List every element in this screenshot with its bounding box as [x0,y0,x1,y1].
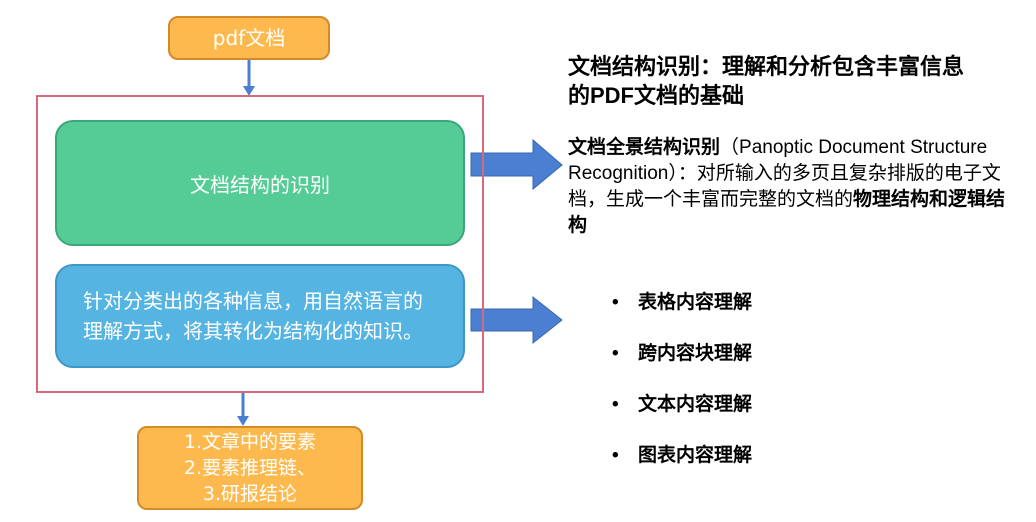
knowledge-conversion-line-1: 针对分类出的各种信息，用自然语言的 [83,289,423,313]
bullet-item-label: 表格内容理解 [638,292,753,313]
knowledge-conversion-line-2: 理解方式，将其转化为结构化的知识。 [83,319,423,343]
bullet-symbol: • [612,445,619,466]
section-heading: 文档结构识别：理解和分析包含丰富信息 的PDF文档的基础 [568,52,1008,110]
description-paragraph: 文档全景结构识别（Panoptic Document Structure Rec… [568,135,1008,239]
pdf-document-label: pdf文档 [212,26,286,50]
output-line-1: 1.文章中的要素 [183,431,317,453]
bullet-item-label: 跨内容块理解 [638,343,753,364]
bullet-item-table: • 表格内容理解 [612,287,752,314]
right-arrow-lower [470,295,563,345]
output-line-2: 2.要素推理链、 [183,457,317,479]
section-heading-line-1: 文档结构识别：理解和分析包含丰富信息 [568,54,965,79]
bullet-item-text: • 文本内容理解 [612,389,752,416]
output-box: 1.文章中的要素 2.要素推理链、 3.研报结论 [137,426,363,510]
pdf-document-box: pdf文档 [168,16,330,60]
section-heading-line-2: 的PDF文档的基础 [568,83,745,108]
bullet-item-label: 图表内容理解 [638,445,753,466]
structure-recognition-box: 文档结构的识别 [55,120,465,246]
bullet-symbol: • [612,394,619,415]
description-text: （Panoptic Document Structure Recognition… [568,137,1001,210]
bullet-symbol: • [612,292,619,313]
right-arrow-upper [470,138,563,191]
down-arrow-top [243,60,255,96]
bullet-item-label: 文本内容理解 [638,394,753,415]
structure-recognition-label: 文档结构的识别 [190,172,330,197]
knowledge-conversion-box: 针对分类出的各种信息，用自然语言的 理解方式，将其转化为结构化的知识。 [55,264,465,368]
output-line-3: 3.研报结论 [202,483,298,505]
description-bold-tail: 物理结构和逻辑结构 [568,189,1006,236]
down-arrow-bottom [237,393,249,426]
description-bold-term: 文档全景结构识别 [568,137,721,158]
process-frame [36,95,484,393]
bullet-item-cross-block: • 跨内容块理解 [612,338,752,365]
bullet-symbol: • [612,343,619,364]
bullet-item-chart: • 图表内容理解 [612,440,752,467]
